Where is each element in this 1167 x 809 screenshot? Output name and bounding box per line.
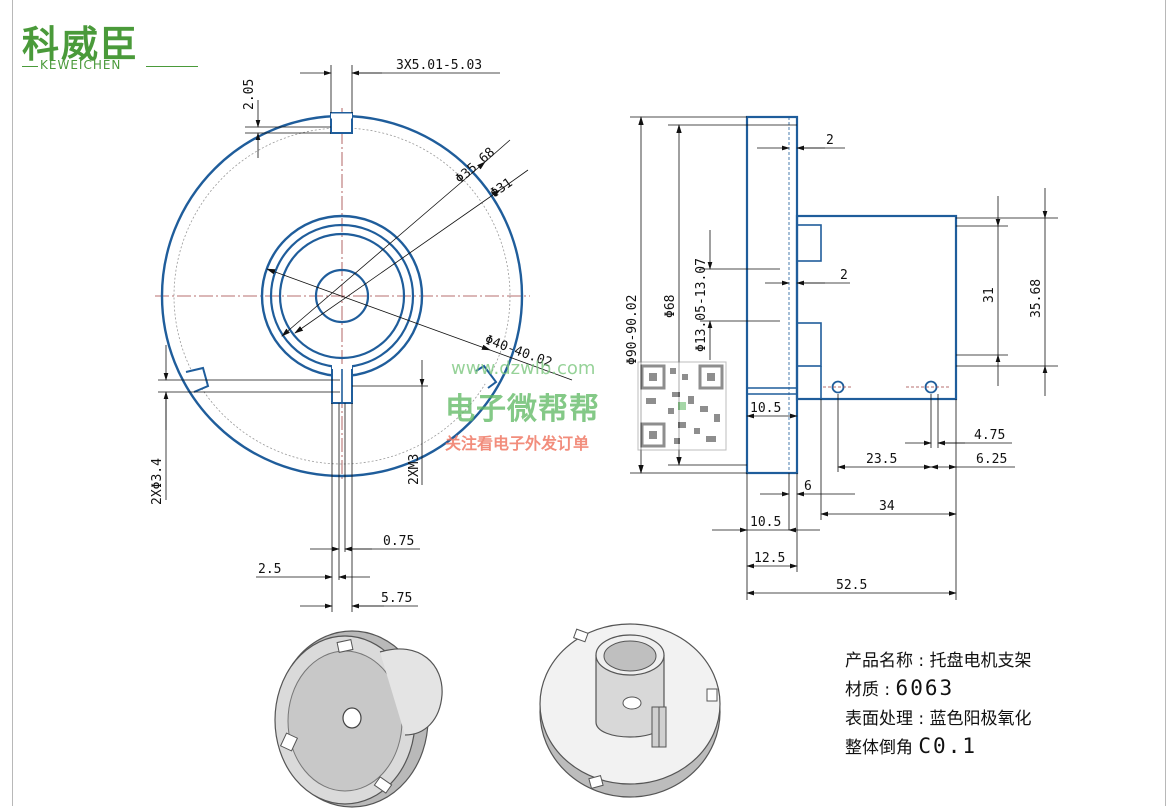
dim-475-text: 4.75	[974, 428, 1005, 443]
dim-3568-text: 35.68	[1029, 279, 1044, 318]
iso2-center-hole	[622, 696, 642, 710]
property-value: 6063	[895, 676, 955, 700]
dim-holes-text: 2XΦ3.4	[150, 458, 165, 505]
property-separator: :	[918, 651, 925, 671]
logo-main-text: 科威臣	[22, 23, 139, 66]
dim-105b-text: 10.5	[750, 515, 781, 530]
iso1-slot-left	[279, 732, 299, 752]
dim-34-text: 34	[879, 499, 895, 514]
company-logo: 科威臣 KEWEICHEN	[20, 14, 205, 76]
right-slot	[475, 364, 498, 389]
iso2-slot-bottom	[588, 775, 604, 789]
property-label: 材质	[845, 680, 879, 700]
dim-105a-text: 10.5	[750, 401, 781, 416]
property-row-surface: 表面处理 : 蓝色阳极氧化	[845, 704, 1145, 733]
dim-6-text: 6	[804, 479, 812, 494]
dim-625-text: 6.25	[976, 452, 1007, 467]
iso1-slot-top	[336, 639, 354, 653]
property-label: 产品名称	[845, 651, 913, 671]
dim-slot-text: 3X5.01-5.03	[396, 58, 482, 73]
watermark-url: www.dzwlb.com	[451, 358, 596, 379]
iso2-hub-inner	[603, 640, 657, 672]
dim-25-text: 2.5	[258, 562, 281, 577]
side-hub-step-lower	[796, 322, 822, 367]
property-label: 整体倒角	[845, 738, 913, 758]
logo-sub-text: KEWEICHEN	[40, 58, 122, 72]
product-properties: 产品名称 : 托盘电机支架 材质 : 6063 表面处理 : 蓝色阳极氧化 整体…	[845, 646, 1145, 762]
dim-575-text: 5.75	[381, 591, 412, 606]
dim-075-text: 0.75	[383, 534, 414, 549]
property-row-material: 材质 : 6063	[845, 675, 1145, 704]
dim-525-text: 52.5	[836, 578, 867, 593]
dim-d13-text: Φ13.05-13.07	[694, 258, 709, 352]
logo-rule-left	[22, 66, 38, 67]
iso2-slot-top	[573, 628, 589, 643]
property-value: C0.1	[918, 734, 977, 758]
side-view: Φ90-90.02 Φ68 Φ13.05-13.07 2 2	[625, 115, 1058, 600]
isometric-view-back	[539, 623, 721, 798]
dim-2b-text: 2	[840, 268, 848, 283]
property-label: 表面处理	[845, 709, 913, 729]
dim-2a-text: 2	[826, 133, 834, 148]
hidden-flange-edge	[173, 127, 511, 465]
dim-d3568-line	[281, 161, 486, 337]
front-view: 3X5.01-5.03 2.05 Φ35.68 Φ31 Φ40-40.02	[150, 58, 573, 612]
dim-d31-line	[294, 189, 501, 334]
property-value: 托盘电机支架	[929, 651, 1032, 671]
iso1-center-hole	[342, 707, 362, 729]
property-separator: :	[884, 680, 891, 700]
logo-rule-right	[146, 66, 198, 67]
property-separator: :	[918, 709, 925, 729]
iso1-slot-bottom	[373, 776, 393, 794]
dim-thread-text: 2XM3	[407, 454, 422, 485]
side-flange	[745, 115, 799, 475]
dim-d3568-text: Φ35.68	[453, 145, 498, 187]
watermark: www.dzwlb.com 电子微帮帮 关注看电子外发订单	[445, 358, 735, 458]
dim-125-text: 12.5	[754, 551, 785, 566]
property-value: 蓝色阳极氧化	[929, 709, 1032, 729]
property-row-chamfer: 整体倒角 C0.1	[845, 733, 1145, 762]
dim-d90-text: Φ90-90.02	[625, 295, 640, 365]
dim-205-text: 2.05	[242, 79, 257, 110]
side-hub-step-upper	[796, 224, 822, 262]
dim-d3568-leader	[484, 139, 511, 163]
iso1-hub-body	[379, 648, 443, 736]
dim-235-text: 23.5	[866, 452, 897, 467]
watermark-name: 电子微帮帮	[445, 392, 600, 427]
isometric-view-front	[274, 630, 443, 808]
dim-31-text: 31	[982, 287, 997, 303]
watermark-slogan: 关注看电子外发订单	[445, 434, 590, 453]
dim-d68-text: Φ68	[663, 295, 678, 318]
iso2-slot-right	[706, 688, 718, 702]
dim-d31-leader	[499, 169, 529, 191]
dim-d40-line	[266, 268, 491, 351]
side-hub	[795, 214, 958, 401]
property-row-name: 产品名称 : 托盘电机支架	[845, 646, 1145, 675]
watermark-qr-code	[637, 361, 727, 451]
dim-d40-leader	[489, 349, 573, 381]
sheet-frame	[12, 0, 1166, 806]
